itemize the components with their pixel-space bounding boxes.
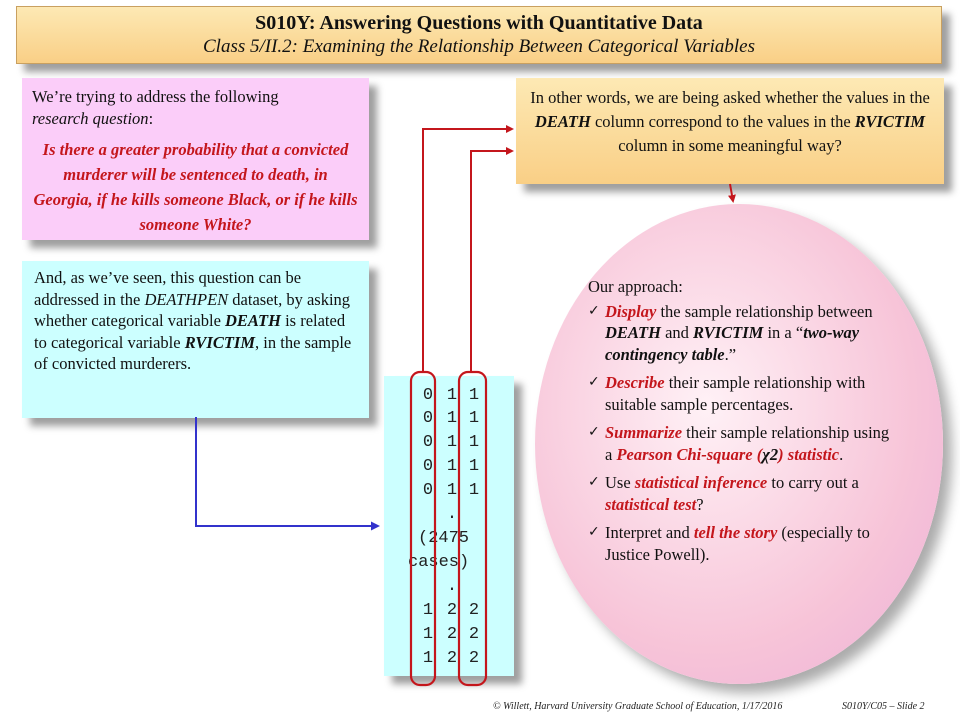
ellipsis-dot: . <box>446 577 458 596</box>
to-approach-arrow <box>728 183 736 203</box>
approach-ellipse <box>535 204 943 684</box>
variable-death: DEATH <box>225 311 281 330</box>
data-row: 1 2 2 <box>422 601 480 620</box>
footer-copyright: © Willett, Harvard University Graduate S… <box>493 701 783 712</box>
checkmark-icon: ✓ <box>588 524 600 540</box>
ellipsis-dot: . <box>446 505 458 524</box>
approach-heading: Our approach: <box>588 277 683 296</box>
checkmark-icon: ✓ <box>588 302 600 319</box>
data-row: 0 1 1 <box>422 386 480 405</box>
other-words-box: In other words, we are being asked wheth… <box>516 78 944 184</box>
checkmark-icon: ✓ <box>588 474 600 490</box>
approach-item-describe: ✓ Describe their sample relationship wit… <box>588 373 866 414</box>
approach-item-interpret: ✓ Interpret and tell the story (especial… <box>588 523 870 564</box>
data-row: 1 2 2 <box>422 625 480 644</box>
variable-rvictim-ref: RVICTIM <box>854 112 926 131</box>
research-intro: We’re trying to address the following re… <box>32 87 279 128</box>
data-row: 0 1 1 <box>422 409 480 428</box>
approach-item-summarize: ✓ Summarize their sample relationship us… <box>588 423 890 464</box>
slide-subtitle: Class 5/II.2: Examining the Relationship… <box>203 36 755 57</box>
death-connector-arrow <box>422 125 514 372</box>
data-columns-panel <box>384 376 514 676</box>
approach-list: Our approach: ✓ Display the sample relat… <box>588 276 898 572</box>
dataset-connector-arrow <box>195 417 380 531</box>
approach-item-inference: ✓ Use statistical inference to carry out… <box>588 473 859 514</box>
rvictim-column-highlight <box>457 370 488 687</box>
death-column-highlight <box>409 370 437 687</box>
data-row: 0 1 1 <box>422 457 480 476</box>
research-question-box: We’re trying to address the following re… <box>22 78 369 240</box>
rvictim-connector-arrow <box>470 147 514 372</box>
data-row: 0 1 1 <box>422 481 480 500</box>
title-banner: S010Y: Answering Questions with Quantita… <box>16 6 942 64</box>
data-row: 1 2 2 <box>422 649 480 668</box>
dataset-name: DEATHPEN <box>144 289 229 309</box>
data-row: 0 1 1 <box>422 433 480 452</box>
case-count-line2: cases) <box>408 553 470 572</box>
variable-rvictim: RVICTIM <box>184 332 256 352</box>
dataset-description-box: And, as we’ve seen, this question can be… <box>22 261 369 418</box>
checkmark-icon: ✓ <box>588 374 600 390</box>
slide-title: S010Y: Answering Questions with Quantita… <box>255 12 703 34</box>
research-question-text: Is there a greater probability that a co… <box>33 140 358 234</box>
variable-death-ref: DEATH <box>534 112 591 131</box>
case-count-line1: (2475 <box>418 529 470 548</box>
footer-slide-number: S010Y/C05 – Slide 2 <box>842 701 925 712</box>
approach-item-display: ✓ Display the sample relationship betwee… <box>588 301 873 364</box>
checkmark-icon: ✓ <box>588 424 600 440</box>
